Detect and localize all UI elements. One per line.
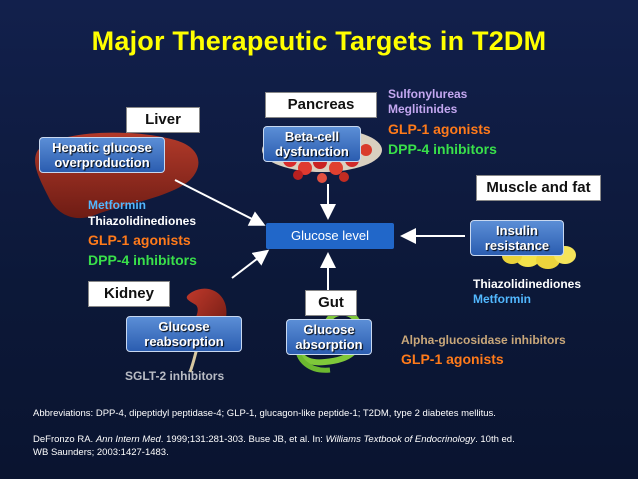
drug-glp1-gut: GLP-1 agonists: [401, 351, 504, 367]
drug-glp1-liver: GLP-1 agonists: [88, 232, 191, 248]
drug-sulfonylureas: Sulfonylureas: [388, 87, 468, 101]
defect-betacell: Beta-cell dysfunction: [263, 126, 361, 162]
organ-kidney: Kidney: [88, 281, 170, 307]
ref-journal: Ann Intern Med: [95, 434, 161, 445]
ref-author: DeFronzo RA.: [33, 434, 96, 445]
drug-dpp4-liver: DPP-4 inhibitors: [88, 252, 197, 268]
slide-title: Major Therapeutic Targets in T2DM: [91, 26, 547, 56]
drug-glp1-pancreas: GLP-1 agonists: [388, 121, 491, 137]
drug-alpha-glucosidase: Alpha-glucosidase inhibitors: [401, 333, 566, 347]
defect-hepatic: Hepatic glucose overproduction: [39, 137, 165, 173]
arrow-liver: [174, 179, 266, 226]
drug-sglt2: SGLT-2 inhibitors: [125, 369, 225, 383]
drug-tzd-muscle: Thiazolidinediones: [473, 277, 582, 291]
defect-insulin-line2: resistance: [484, 238, 550, 253]
drug-dpp4-pancreas: DPP-4 inhibitors: [388, 141, 497, 157]
drug-metformin-liver: Metformin: [88, 198, 146, 212]
ref-citation: . 1999;131:281-303. Buse JB, et al. In:: [160, 434, 326, 445]
drug-meglitinides: Meglitinides: [388, 102, 458, 116]
organ-liver: Liver: [126, 107, 200, 133]
ref-edition: . 10th ed.: [475, 434, 515, 445]
footer-reference-line1: DeFronzo RA. Ann Intern Med. 1999;131:28…: [33, 434, 515, 445]
organ-muscle: Muscle and fat: [476, 175, 601, 201]
ref-book: Williams Textbook of Endocrinology: [325, 434, 476, 445]
drug-metformin-muscle: Metformin: [473, 292, 531, 306]
defect-reabsorption-line2: reabsorption: [144, 334, 224, 349]
footer-abbreviations: Abbreviations: DPP-4, dipeptidyl peptida…: [33, 408, 496, 419]
defect-insulin-line1: Insulin: [496, 223, 538, 238]
defect-hepatic-line2: overproduction: [54, 155, 150, 170]
organ-gut: Gut: [305, 290, 357, 316]
defect-insulin: Insulin resistance: [470, 220, 564, 256]
organ-pancreas: Pancreas: [265, 92, 377, 118]
drug-tzd-liver: Thiazolidinediones: [88, 214, 197, 228]
glucose-level-box: Glucose level: [266, 223, 394, 249]
footer-reference-line2: WB Saunders; 2003:1427-1483.: [33, 447, 169, 458]
defect-betacell-line2: dysfunction: [275, 144, 349, 159]
defect-absorption: Glucose absorption: [286, 319, 372, 355]
defect-absorption-line2: absorption: [295, 337, 363, 352]
arrow-kidney: [231, 249, 270, 279]
defect-absorption-line1: Glucose: [303, 322, 355, 337]
defect-betacell-line1: Beta-cell: [284, 129, 340, 144]
defect-reabsorption: Glucose reabsorption: [126, 316, 242, 352]
defect-hepatic-line1: Hepatic glucose: [52, 140, 152, 155]
defect-reabsorption-line1: Glucose: [158, 319, 210, 334]
